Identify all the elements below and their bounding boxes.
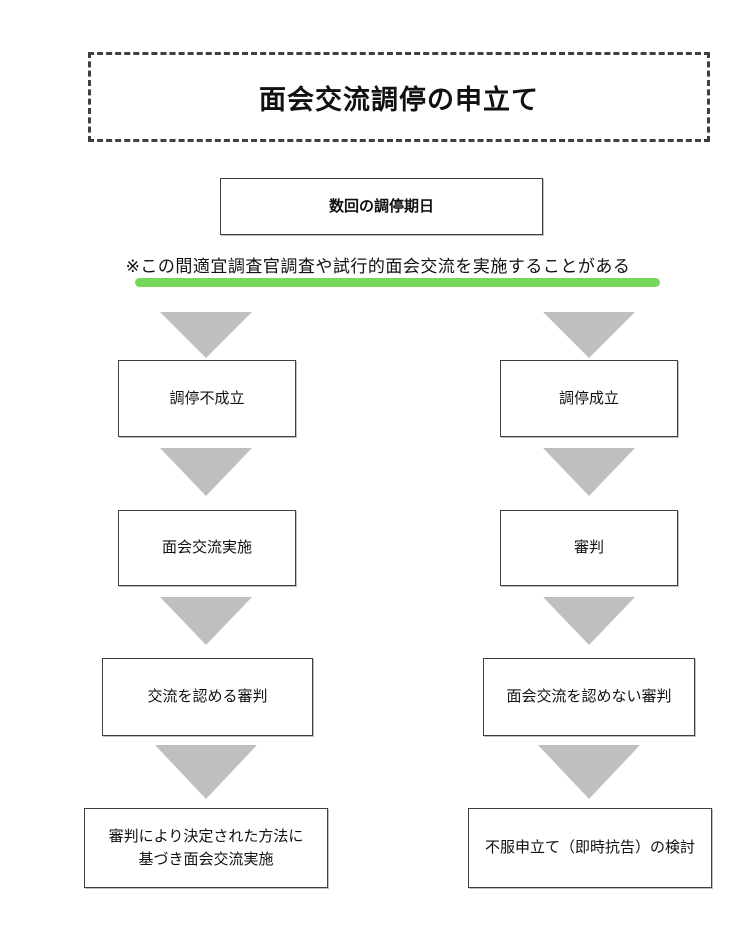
flow-step-label: 審判により決定された方法に 基づき面会交流実施 (108, 827, 304, 868)
note-underline-bar (135, 278, 660, 287)
flow-step-box: 不服申立て（即時抗告）の検討 (468, 808, 712, 888)
start-box-label: 数回の調停期日 (328, 197, 434, 215)
arrow-down-icon (543, 448, 635, 496)
flow-step-label: 交流を認める審判 (147, 688, 268, 706)
arrow-down-icon (160, 597, 252, 645)
flow-step-label: 調停不成立 (169, 389, 245, 407)
flow-step-box: 審判 (500, 510, 678, 586)
start-box: 数回の調停期日 (220, 178, 543, 235)
arrow-down-icon (543, 597, 635, 645)
flow-step-box: 調停成立 (500, 360, 678, 437)
arrow-down-icon (155, 745, 257, 799)
arrow-down-icon (538, 745, 640, 799)
flow-step-label: 審判 (573, 539, 604, 557)
flow-step-box: 面会交流実施 (118, 510, 296, 586)
arrow-down-icon (160, 312, 252, 358)
flow-step-box: 調停不成立 (118, 360, 296, 437)
arrow-down-icon (160, 448, 252, 496)
flow-step-box: 面会交流を認めない審判 (483, 658, 695, 736)
note-text: ※この間適宜調査官調査や試行的面会交流を実施することがある (125, 257, 631, 276)
flow-step-label: 面会交流を認めない審判 (506, 688, 672, 706)
flow-step-label: 不服申立て（即時抗告）の検討 (484, 839, 695, 857)
page-title: 面会交流調停の申立て (259, 84, 539, 115)
title-box: 面会交流調停の申立て (88, 52, 710, 142)
flow-step-label: 調停成立 (558, 389, 619, 407)
arrow-down-icon (543, 312, 635, 358)
flow-step-box: 審判により決定された方法に 基づき面会交流実施 (84, 808, 328, 888)
flow-step-box: 交流を認める審判 (102, 658, 313, 736)
flow-step-label: 面会交流実施 (161, 539, 252, 557)
